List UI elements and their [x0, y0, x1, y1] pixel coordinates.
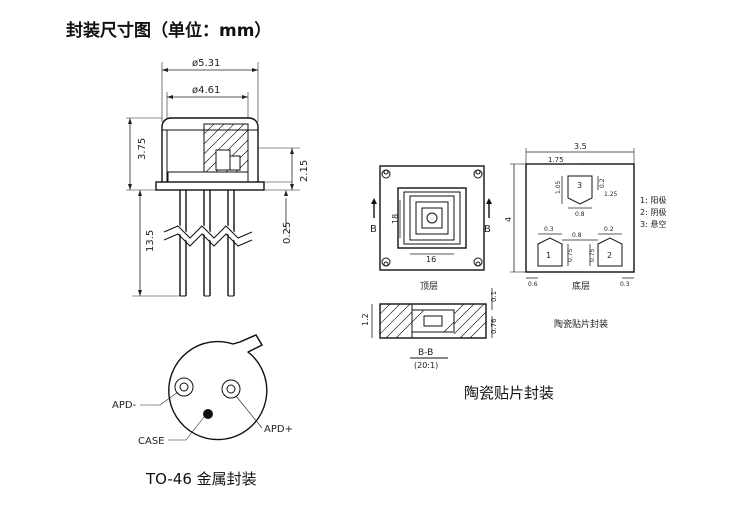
dim-window-height: 2.15 — [299, 160, 310, 182]
label-case: CASE — [138, 436, 165, 447]
bottom-dim-pad-h: 0.2 — [599, 178, 606, 188]
pad-number-3: 3 — [577, 181, 582, 190]
legend-item-3: 3: 悬空 — [640, 219, 666, 229]
ceramic-caption: 陶瓷贴片封装 — [464, 384, 555, 402]
bottom-dim-pad2-w: 0.2 — [604, 226, 614, 233]
bottom-dim-pad-spacing: 0.8 — [572, 232, 582, 239]
section-marker-left: B — [370, 224, 377, 235]
pad-number-1: 1 — [546, 251, 551, 260]
top-view-label: 顶层 — [420, 281, 438, 292]
bottom-dim-pad3-small: 0.3 — [544, 226, 554, 233]
section-scale: (20:1) — [414, 361, 438, 370]
top-dim-inner: 18 — [391, 214, 400, 224]
ceramic-section-view: 1.2 0.1 0.76 B-B (20:1) — [361, 288, 498, 370]
legend-item-1: 1: 阳极 — [640, 195, 666, 205]
bottom-dim-pad-offset: 0.3 — [620, 281, 630, 288]
bottom-dim-pad-x: 0.8 — [575, 211, 585, 218]
to46-caption: TO-46 金属封装 — [146, 470, 257, 488]
label-apd-minus: APD- — [112, 400, 137, 411]
section-dim-height: 1.2 — [361, 313, 370, 326]
bottom-dim-pad-height-2: 0.75 — [589, 248, 596, 262]
pad-number-2: 2 — [607, 251, 612, 260]
dim-inner-dia: ø4.61 — [192, 85, 220, 96]
ceramic-top-view: 18 16 B B 顶层 — [370, 165, 492, 292]
legend-item-2: 2: 阴极 — [640, 207, 666, 217]
bottom-dim-pad-margin: 0.6 — [528, 281, 538, 288]
dim-flange: 0.25 — [282, 222, 293, 244]
section-dim-top: 0.1 — [490, 291, 498, 302]
bottom-dim-pad-height: 0.75 — [567, 248, 574, 262]
section-marker-right: B — [484, 224, 491, 235]
smd-label: 陶瓷贴片封装 — [554, 318, 608, 330]
bottom-view-label: 底层 — [572, 280, 590, 292]
dim-outer-dia: ø5.31 — [192, 58, 220, 69]
to46-bottom-view: APD- CASE APD+ — [112, 334, 293, 447]
dim-lead-length: 13.5 — [145, 230, 156, 252]
bottom-dim-pad-gap: 1.25 — [604, 191, 618, 198]
bottom-dim-offset: 1.75 — [548, 156, 564, 164]
page-title: 封装尺寸图（单位：mm） — [66, 21, 272, 41]
top-dim-bottom: 16 — [426, 255, 436, 264]
label-apd-plus: APD+ — [264, 424, 293, 435]
section-label: B-B — [418, 348, 433, 358]
bottom-dim-height: 4 — [504, 217, 513, 222]
section-dim-depth: 0.76 — [490, 318, 498, 334]
to46-side-view: ø5.31 ø4.61 — [126, 58, 310, 297]
bottom-dim-pad-w1: 1.05 — [555, 180, 562, 194]
ceramic-bottom-view: 3.5 1.75 4 3 1.05 0.2 1.25 0.8 1 2 0.3 0… — [504, 142, 666, 330]
bottom-dim-width: 3.5 — [574, 142, 587, 151]
dim-cap-height: 3.75 — [137, 138, 148, 160]
